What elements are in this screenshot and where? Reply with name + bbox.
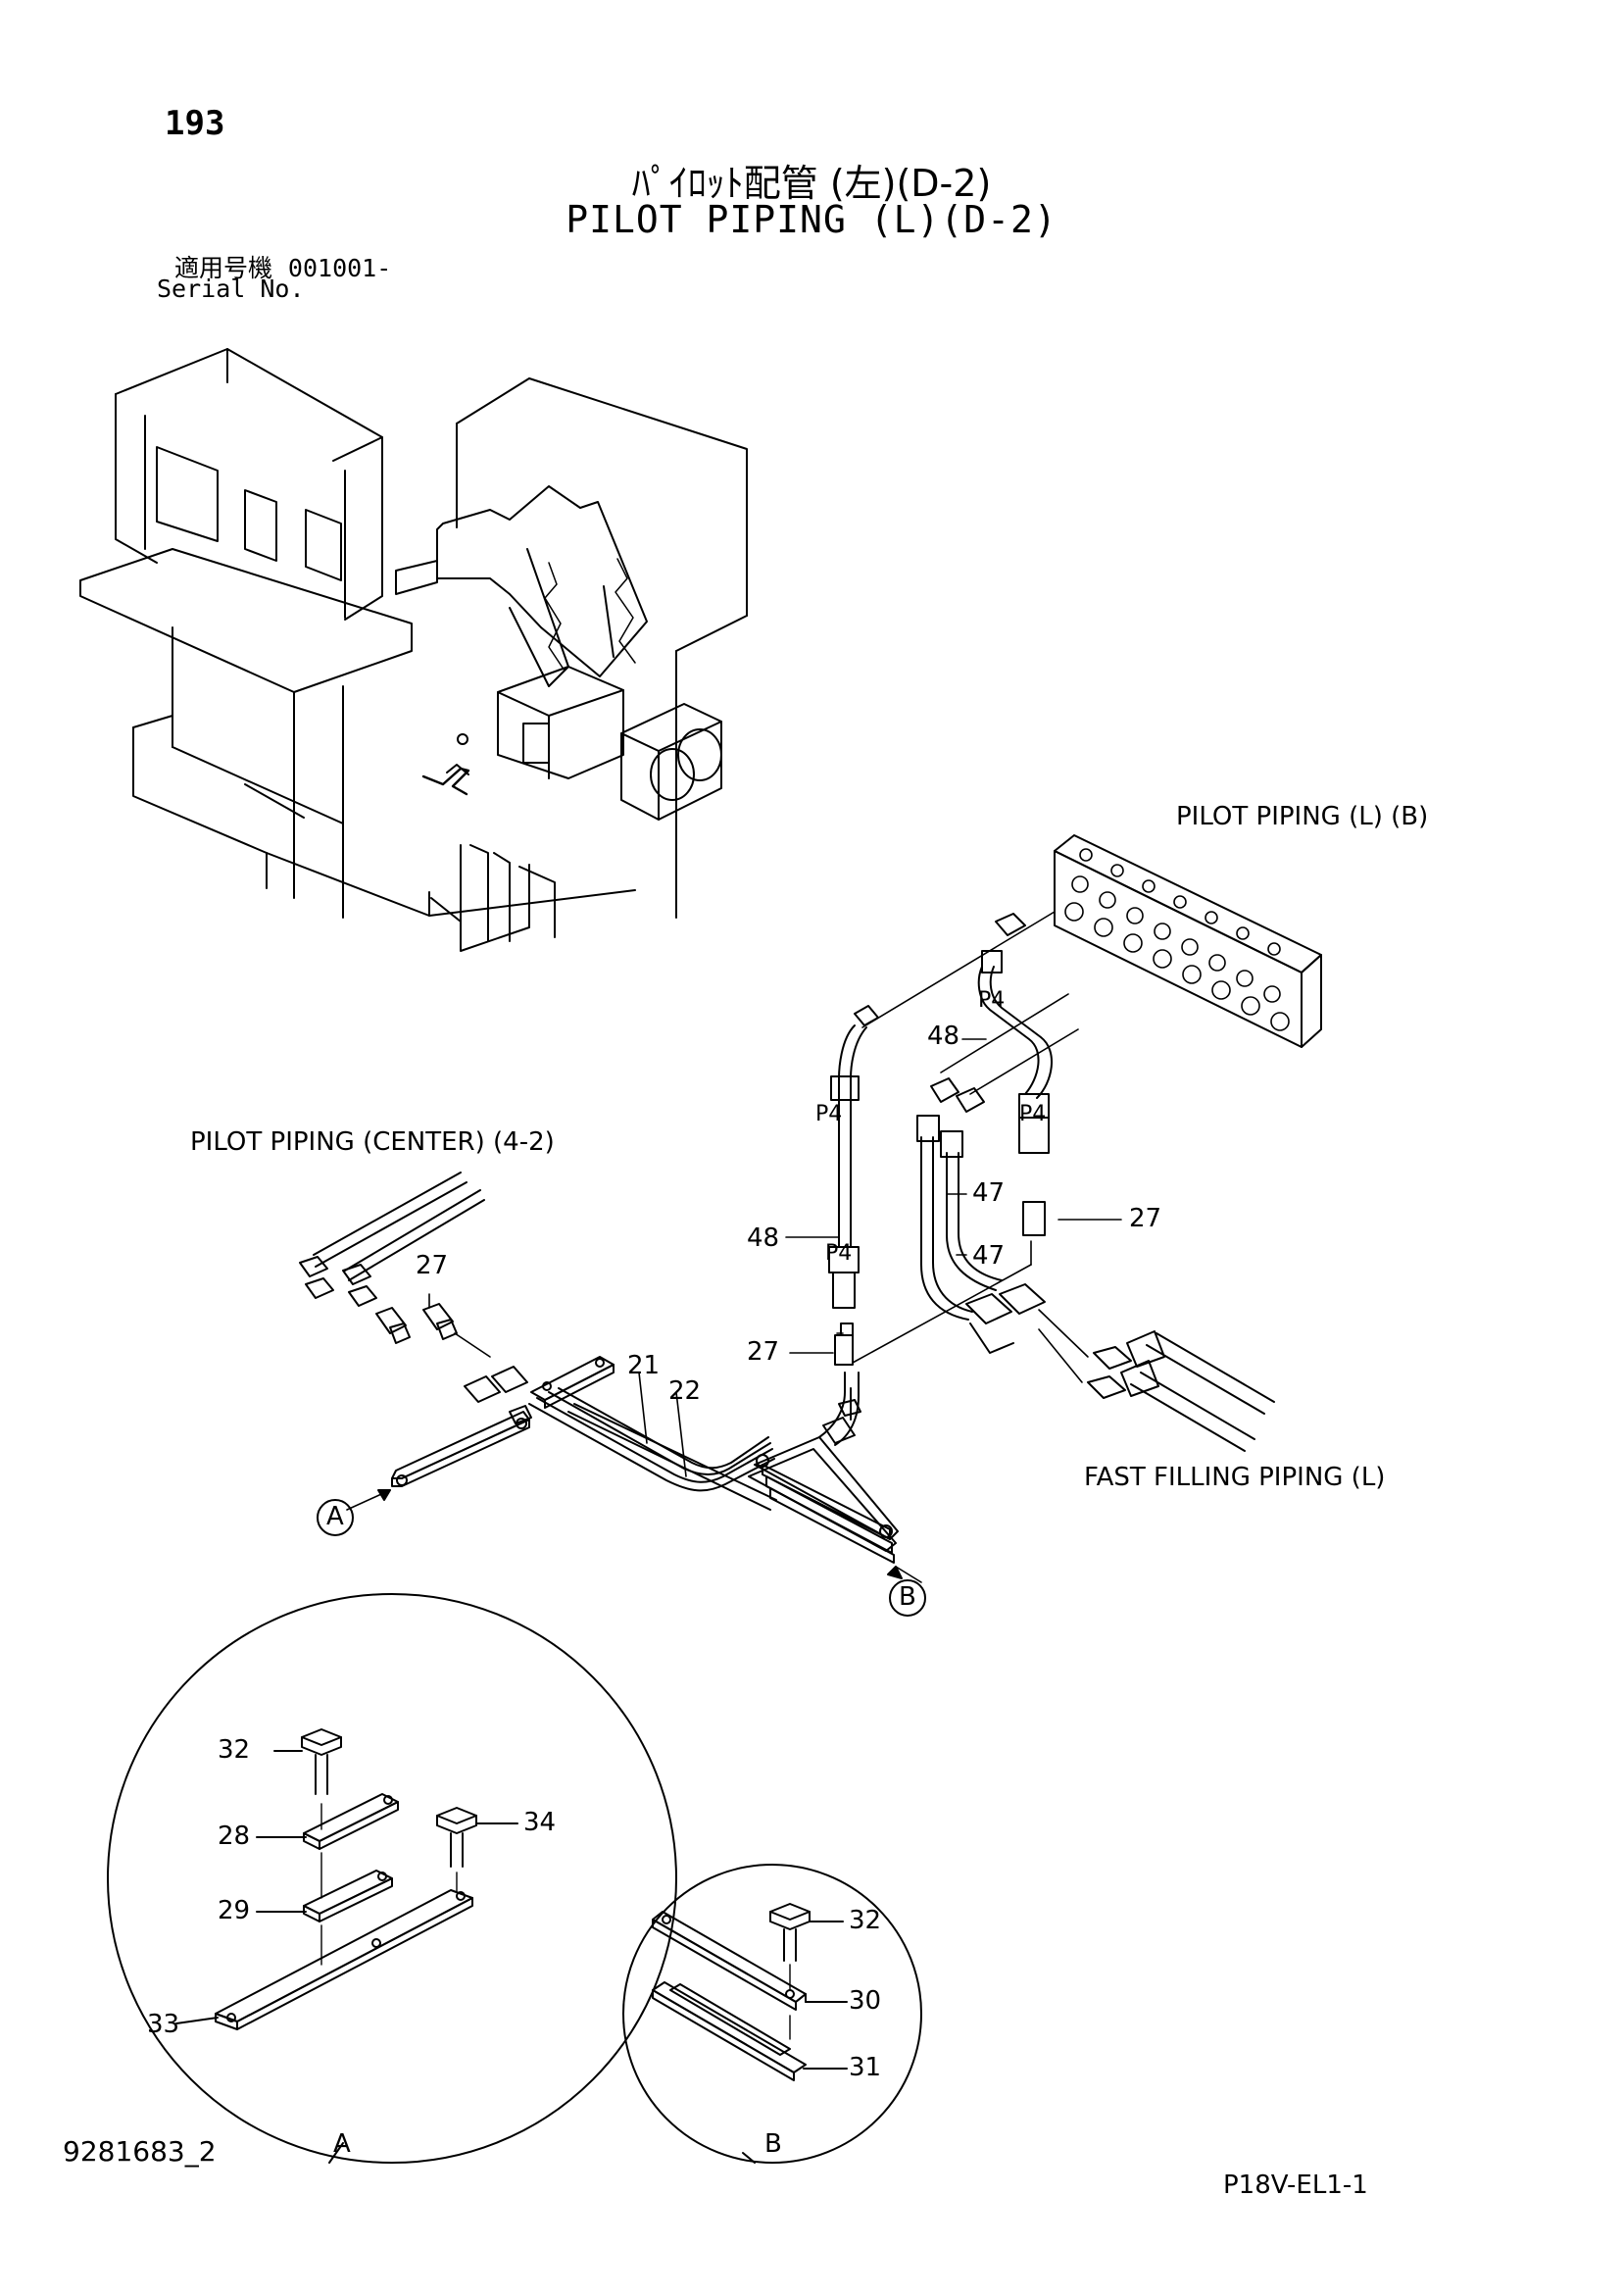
machine-overview-drawing	[79, 348, 748, 952]
ref-pilot-piping-center: PILOT PIPING (CENTER) (4-2)	[190, 1127, 555, 1157]
part-number-21: 21	[627, 1351, 661, 1380]
part-number-34: 34	[523, 1808, 557, 1837]
title-japanese: ﾊﾟｲﾛｯﾄ配管 (左)(D-2)	[631, 162, 992, 205]
leader-lines	[346, 1038, 1122, 1583]
model-code: P18V-EL1-1	[1223, 2171, 1368, 2200]
part-number-29: 29	[218, 1896, 251, 1925]
serial-line-jp: 適用号機 001001-	[174, 249, 391, 284]
pipe-assembly	[391, 1323, 899, 1564]
callout-b-circle	[889, 1579, 926, 1617]
serial-value: 001001-	[287, 254, 392, 282]
fast-filling-pipes	[1038, 1309, 1275, 1452]
valve-manifold-drawing	[1054, 834, 1322, 1048]
part-number-32: 32	[218, 1735, 251, 1765]
detail-a-label: A	[333, 2129, 351, 2159]
center-pipes	[299, 1172, 491, 1358]
pilot-hoses	[828, 911, 1079, 1364]
p4-label: P4	[1019, 1102, 1047, 1126]
part-number-27: 27	[1129, 1204, 1162, 1233]
serial-label-en: Serial No.	[157, 275, 305, 303]
p4-label: P4	[815, 1102, 843, 1126]
part-number-27: 27	[747, 1337, 780, 1367]
detail-a	[107, 1593, 677, 2164]
part-number-31: 31	[849, 2053, 882, 2082]
part-number-32: 32	[849, 1906, 882, 1935]
callout-a-circle	[317, 1499, 354, 1536]
detail-b-label: B	[764, 2129, 782, 2159]
part-number-27: 27	[416, 1251, 449, 1280]
part-number-47: 47	[972, 1241, 1006, 1271]
callout-b-label: B	[899, 1582, 916, 1612]
detail-b	[622, 1864, 922, 2164]
p4-label: P4	[978, 988, 1006, 1013]
part-number-33: 33	[147, 2010, 180, 2039]
p4-label: P4	[825, 1241, 853, 1266]
part-number-48: 48	[747, 1223, 780, 1253]
serial-label-jp: 適用号機	[174, 254, 273, 282]
ref-pilot-piping-l-b: PILOT PIPING (L) (B)	[1176, 802, 1429, 831]
page-number: 193	[165, 104, 225, 143]
part-number-30: 30	[849, 1986, 882, 2016]
part-number-48: 48	[927, 1022, 960, 1051]
callout-a-label: A	[326, 1502, 344, 1531]
ref-fast-filling-piping: FAST FILLING PIPING (L)	[1084, 1463, 1386, 1492]
part-number-28: 28	[218, 1822, 251, 1851]
part-number-22: 22	[668, 1376, 702, 1406]
title-english: PILOT PIPING (L)(D-2)	[566, 198, 1057, 241]
part-number-47: 47	[972, 1178, 1006, 1208]
document-id: 9281683_2	[63, 2135, 217, 2168]
